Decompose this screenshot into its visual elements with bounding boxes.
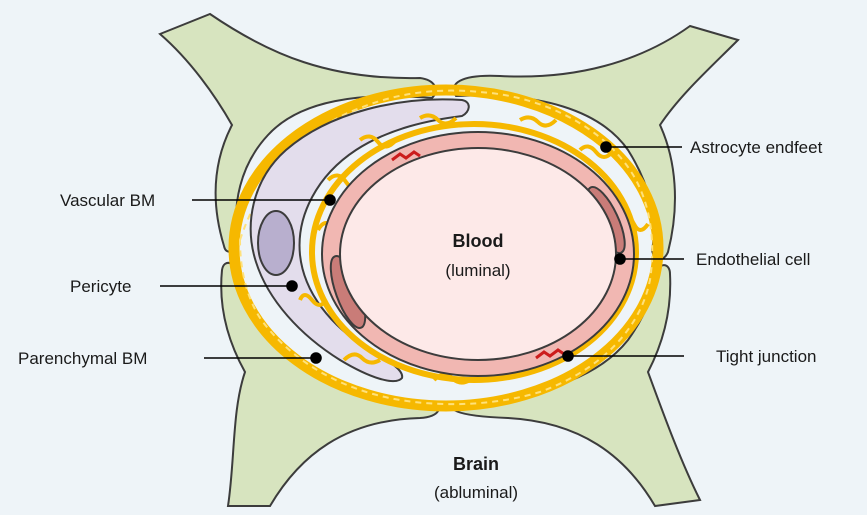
dot-astrocyte [601, 142, 611, 152]
label-astrocyte-endfeet: Astrocyte endfeet [690, 138, 823, 157]
dot-parenchymal-bm [311, 353, 321, 363]
dot-tight-junction [563, 351, 573, 361]
label-tight-junction: Tight junction [716, 347, 816, 366]
lumen [340, 148, 616, 360]
pericyte-nucleus [258, 211, 294, 275]
outside-title: Brain [453, 454, 499, 474]
dot-pericyte [287, 281, 297, 291]
center-subtitle: (luminal) [445, 261, 510, 280]
outside-subtitle: (abluminal) [434, 483, 518, 502]
dot-endothelial [615, 254, 625, 264]
label-parenchymal-bm: Parenchymal BM [18, 349, 147, 368]
dot-vascular-bm [325, 195, 335, 205]
label-endothelial-cell: Endothelial cell [696, 250, 810, 269]
label-vascular-bm: Vascular BM [60, 191, 155, 210]
label-pericyte: Pericyte [70, 277, 131, 296]
center-title: Blood [453, 231, 504, 251]
